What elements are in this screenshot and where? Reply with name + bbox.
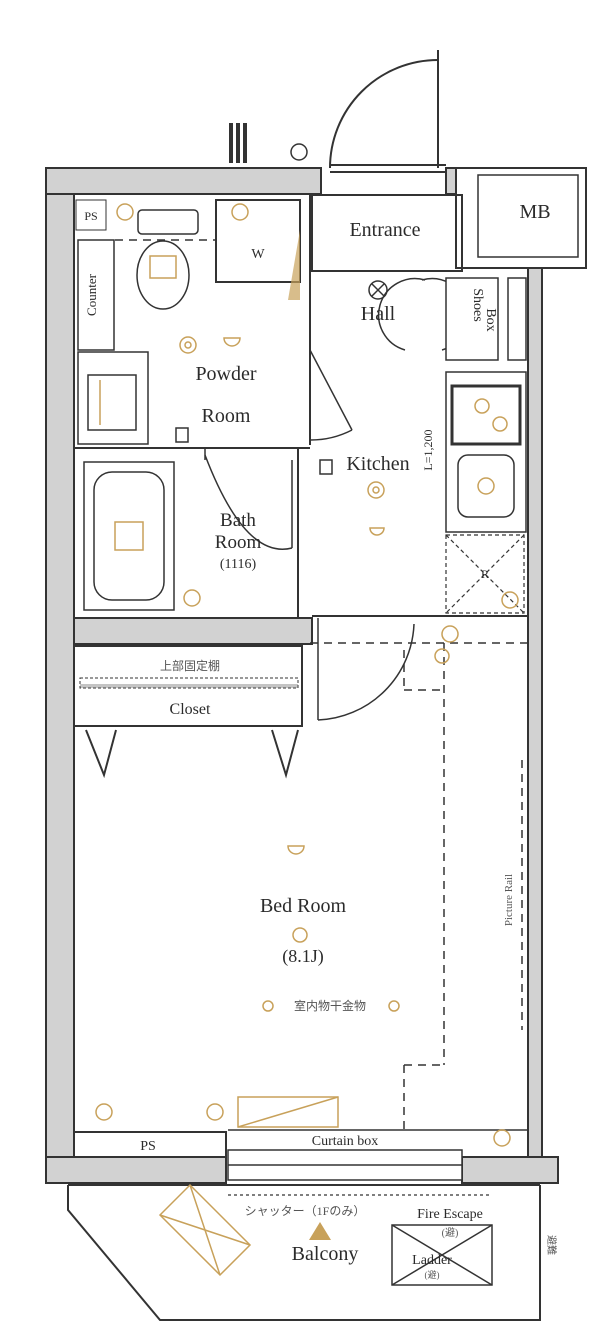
closet-shelf-band-2 [80, 684, 298, 688]
fire-escape-label: Fire Escape [417, 1207, 483, 1222]
shutter-label: シャッター（1Fのみ） [245, 1204, 366, 1218]
powder-label-1: Powder [195, 363, 256, 385]
powder-label-2: Room [202, 405, 251, 427]
duct-post [229, 123, 247, 163]
mb-label: MB [519, 201, 550, 223]
fridge-label: R [481, 567, 489, 581]
outlet-icon [434, 648, 450, 664]
outdoor-unit [158, 1183, 252, 1277]
indoor-dry-label: 室内物干金物 [294, 998, 366, 1013]
powder-door [309, 349, 353, 441]
powder-light-icon [179, 336, 197, 354]
kitchen-light-icon [367, 481, 385, 499]
walls [45, 167, 587, 1184]
switch-icon [175, 427, 189, 443]
balcony-marker [309, 1222, 331, 1240]
bedroom-size: (8.1J) [282, 946, 324, 967]
outlet-icon [231, 203, 249, 221]
kitchen-length: L=1,200 [421, 429, 435, 470]
counter-label: Counter [84, 273, 99, 316]
hall-niche [507, 277, 527, 361]
balcony-window [227, 1149, 463, 1181]
curtain-box-label: Curtain box [312, 1134, 379, 1149]
shoes-box-label-2: Box [483, 308, 498, 331]
closet-doors [85, 729, 299, 779]
dry-hook-left-icon [262, 1000, 274, 1012]
stove-burner-icon [492, 416, 508, 432]
bath-label-1: Bath [220, 510, 256, 531]
stove-burner-icon [474, 398, 490, 414]
closet-label: Closet [170, 701, 211, 718]
kitchen-bracket-icon [369, 527, 385, 536]
sink-cabinet [77, 351, 149, 445]
picture-rail-label: Picture Rail [503, 874, 515, 926]
partitions [67, 194, 541, 1321]
bedroom-bracket-icon [287, 845, 305, 855]
outlet-icon [290, 143, 308, 161]
fire-escape-hatch [391, 1224, 493, 1286]
outlet-icon [441, 625, 459, 643]
outlet-icon [116, 203, 134, 221]
bath-label-2: Room [215, 532, 262, 553]
fire-escape-sub: (避) [442, 1226, 459, 1239]
side-note: 避難 [545, 1235, 558, 1255]
balcony-label: Balcony [292, 1243, 359, 1265]
bedroom-light-icon [292, 927, 308, 943]
bath-fan-icon [183, 589, 201, 607]
washer-area [215, 199, 301, 283]
bedroom-label: Bed Room [260, 895, 347, 917]
powder-bracket-icon [223, 337, 241, 347]
ps-bottom-label: PS [140, 1139, 156, 1154]
ladder-sub: (避) [425, 1269, 440, 1280]
bathtub [83, 461, 175, 611]
hall-light-icon [368, 280, 388, 300]
washer-label: W [251, 247, 265, 262]
ac-unit [237, 1096, 339, 1128]
toilet [136, 209, 199, 310]
shoes-box [445, 277, 499, 361]
outlet-icon [95, 1103, 113, 1121]
ladder-label: Ladder [412, 1253, 452, 1268]
hall-label: Hall [361, 303, 396, 325]
mb-box [477, 174, 579, 258]
kitchen-label: Kitchen [346, 453, 409, 475]
ps-top-box [75, 199, 107, 231]
shoes-box-label-1: Shoes [470, 288, 485, 321]
upper-shelf-label: 上部固定棚 [160, 658, 220, 673]
bath-size: (1116) [220, 557, 257, 572]
switch-icon [319, 459, 333, 475]
counter [77, 239, 115, 351]
outlet-icon [206, 1103, 224, 1121]
fixtures [95, 143, 519, 1147]
closet-shelf-band [79, 677, 299, 689]
ps-top-label: PS [84, 209, 97, 223]
outlet-icon [493, 1129, 511, 1147]
bedroom-door [317, 618, 415, 721]
entrance-door [329, 50, 446, 173]
fridge-space [445, 534, 525, 614]
washer-tap [288, 230, 300, 300]
kitchen-unit [445, 371, 527, 533]
bath-door [204, 448, 293, 550]
entrance-label: Entrance [349, 219, 420, 241]
outlet-icon [501, 591, 519, 609]
dry-hook-right-icon [388, 1000, 400, 1012]
